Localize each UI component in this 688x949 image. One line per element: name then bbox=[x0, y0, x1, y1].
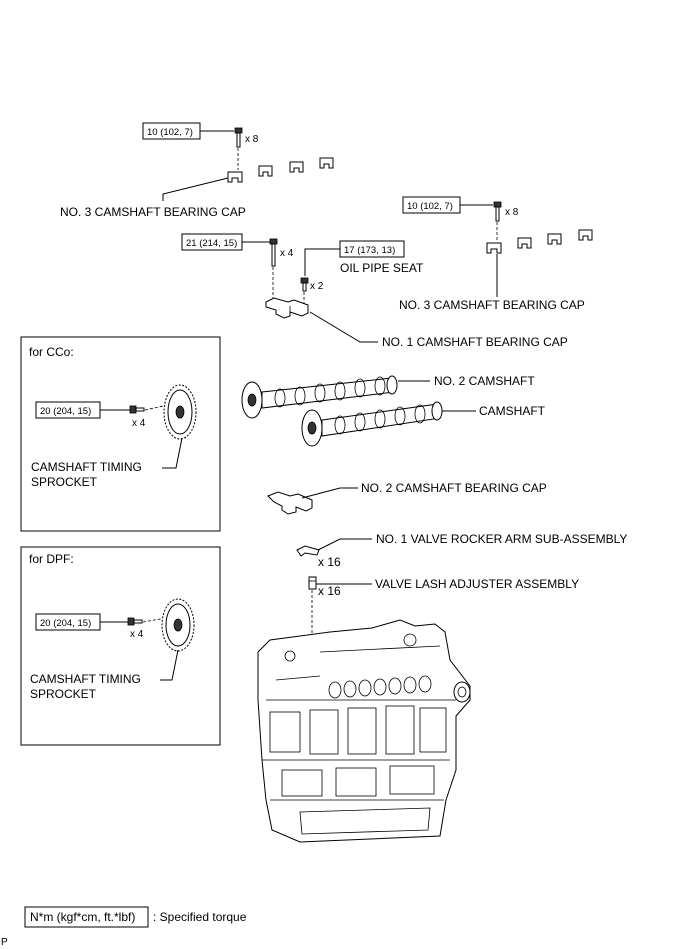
bearing-cap-icon bbox=[227, 157, 334, 183]
inset-dpf-part-line1: CAMSHAFT TIMING bbox=[30, 672, 141, 686]
no3-cap-left-group: 10 (102, 7) x 8 NO. 3 CAMSHAFT BEARING C… bbox=[60, 122, 334, 219]
bearing-cap-icon bbox=[486, 229, 593, 254]
label-camshaft: CAMSHAFT bbox=[479, 404, 546, 418]
torque-value-oil-pipe: 17 (173, 13) bbox=[344, 245, 395, 256]
label-no1-cap: NO. 1 CAMSHAFT BEARING CAP bbox=[382, 335, 568, 349]
inset-cco-part-line1: CAMSHAFT TIMING bbox=[31, 460, 142, 474]
label-rocker-arm: NO. 1 VALVE ROCKER ARM SUB-ASSEMBLY bbox=[376, 532, 627, 546]
inset-dpf: for DPF: 20 (204, 15) x 4 CAMSHAFT TIMIN… bbox=[20, 546, 221, 746]
qty-rocker-arm: x 16 bbox=[318, 555, 341, 569]
label-no2-cap: NO. 2 CAMSHAFT BEARING CAP bbox=[361, 481, 547, 495]
qty-no1-cap: x 4 bbox=[280, 248, 294, 259]
bolt-icon bbox=[300, 277, 309, 292]
inset-dpf-part-line2: SPROCKET bbox=[30, 687, 97, 701]
sprocket-icon bbox=[161, 598, 195, 652]
bolt-icon bbox=[234, 127, 243, 148]
bearing-cap-icon bbox=[267, 491, 313, 515]
no3-cap-right-group: 10 (102, 7) x 8 NO. 3 CAMSHAFT BEARING C… bbox=[399, 196, 593, 312]
no1-cap-group: 21 (214, 15) x 4 17 (173, 13) x 2 OIL PI… bbox=[181, 233, 568, 349]
inset-cco-part-line2: SPROCKET bbox=[31, 475, 98, 489]
inset-dpf-title: for DPF: bbox=[29, 552, 74, 566]
footer-mark: P bbox=[1, 937, 8, 948]
qty-cap3-right: x 8 bbox=[505, 207, 519, 218]
qty-dpf: x 4 bbox=[130, 629, 144, 640]
no2-camshaft bbox=[241, 375, 398, 419]
inset-cco: for CCo: 20 (204, 15) x 4 CAMSHAFT TIMIN… bbox=[20, 336, 221, 532]
engine-block-icon bbox=[257, 619, 471, 843]
torque-value-cap3-right: 10 (102, 7) bbox=[407, 201, 453, 212]
torque-value-dpf: 20 (204, 15) bbox=[40, 618, 91, 629]
label-oil-pipe-seat: OIL PIPE SEAT bbox=[340, 261, 424, 275]
qty-cap3-left: x 8 bbox=[245, 134, 259, 145]
bolt-icon bbox=[493, 201, 502, 222]
torque-value-cap3-left: 10 (102, 7) bbox=[147, 127, 193, 138]
torque-value-cco: 20 (204, 15) bbox=[40, 406, 91, 417]
bearing-cap-icon bbox=[265, 297, 309, 319]
qty-oil-pipe: x 2 bbox=[310, 281, 324, 292]
label-lash-adjuster: VALVE LASH ADJUSTER ASSEMBLY bbox=[375, 577, 579, 591]
qty-lash-adjuster: x 16 bbox=[318, 584, 341, 598]
bolt-icon bbox=[269, 238, 278, 267]
qty-cco: x 4 bbox=[132, 418, 146, 429]
label-no3-cap-right: NO. 3 CAMSHAFT BEARING CAP bbox=[399, 298, 585, 312]
legend-torque-box bbox=[24, 906, 149, 928]
legend-meaning: : Specified torque bbox=[153, 910, 247, 924]
torque-value-no1-cap: 21 (214, 15) bbox=[186, 238, 237, 249]
rocker-arm-icon bbox=[296, 545, 320, 557]
lash-adjuster-icon bbox=[308, 576, 317, 590]
label-no2-camshaft: NO. 2 CAMSHAFT bbox=[434, 374, 535, 388]
bolt-icon bbox=[127, 617, 143, 626]
inset-cco-title: for CCo: bbox=[29, 345, 74, 359]
camshaft bbox=[301, 401, 443, 447]
sprocket-icon bbox=[163, 384, 197, 440]
bolt-icon bbox=[129, 405, 145, 414]
legend-unit: N*m (kgf*cm, ft.*lbf) bbox=[30, 910, 135, 924]
label-no3-cap-left: NO. 3 CAMSHAFT BEARING CAP bbox=[60, 205, 246, 219]
